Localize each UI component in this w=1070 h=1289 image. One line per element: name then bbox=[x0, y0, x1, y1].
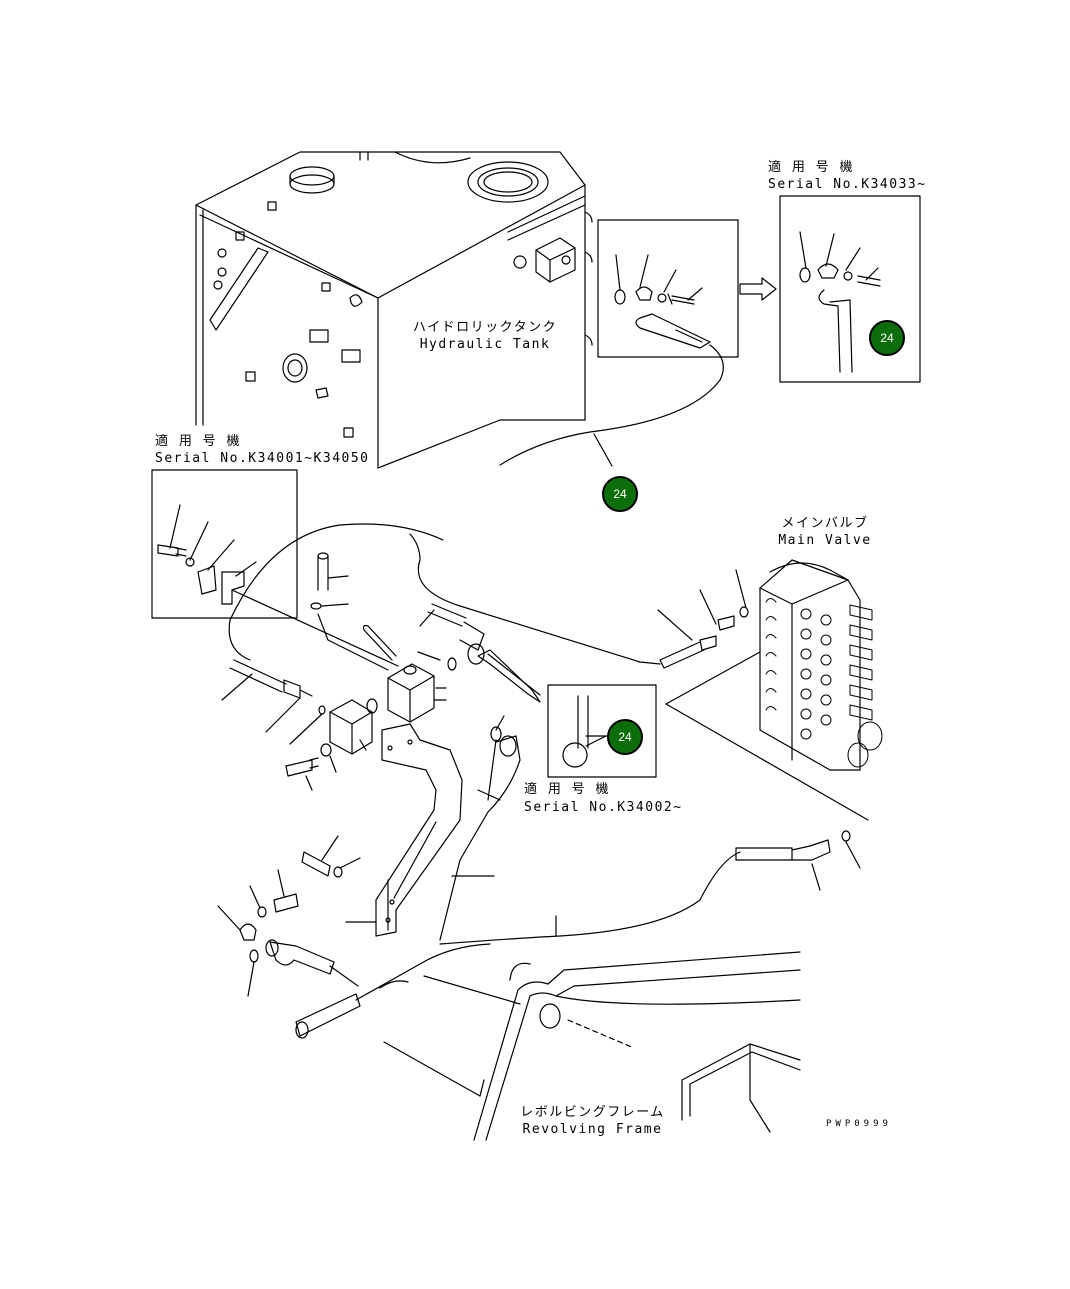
inset-top-right-serial: Serial No.K34033~ bbox=[768, 177, 927, 192]
inset-boxes bbox=[152, 196, 920, 777]
callout-hose-main[interactable]: 24 bbox=[602, 476, 638, 512]
main-valve-label-en: Main Valve bbox=[778, 533, 872, 548]
callout-hose-inset-top-right[interactable]: 24 bbox=[869, 320, 905, 356]
inset-arrow-right bbox=[740, 278, 776, 300]
inset-parts-top-middle bbox=[500, 255, 723, 465]
inset-bottom-serial: Serial No.K34002~ bbox=[524, 800, 683, 815]
callout-hose-inset-bottom[interactable]: 24 bbox=[607, 719, 643, 755]
inset-parts-left bbox=[158, 505, 398, 666]
hoses-and-fittings bbox=[218, 524, 860, 1038]
callout-leaders bbox=[586, 434, 612, 736]
hydraulic-tank-drawing bbox=[196, 152, 592, 468]
inset-top-right-applies: 適 用 号 機 bbox=[768, 160, 854, 175]
inset-left-serial: Serial No.K34001~K34050 bbox=[155, 451, 370, 466]
inset-bottom-applies: 適 用 号 機 bbox=[524, 782, 610, 797]
revolving-frame-label-en: Revolving Frame bbox=[522, 1122, 663, 1137]
hydraulic-tank-label-jp: ハイドロリックタンク bbox=[412, 320, 558, 335]
main-valve-drawing bbox=[666, 560, 882, 820]
inset-parts-top-right bbox=[800, 232, 880, 372]
inset-parts-bottom bbox=[478, 650, 606, 767]
inset-left-applies: 適 用 号 機 bbox=[155, 434, 241, 449]
revolving-frame-label-jp: レボルビングフレーム bbox=[520, 1105, 665, 1120]
drawing-code: PWP0999 bbox=[826, 1119, 892, 1129]
revolving-frame-drawing bbox=[380, 952, 800, 1140]
main-valve-label-jp: メインバルブ bbox=[781, 516, 869, 531]
hydraulic-tank-label-en: Hydraulic Tank bbox=[419, 337, 551, 352]
